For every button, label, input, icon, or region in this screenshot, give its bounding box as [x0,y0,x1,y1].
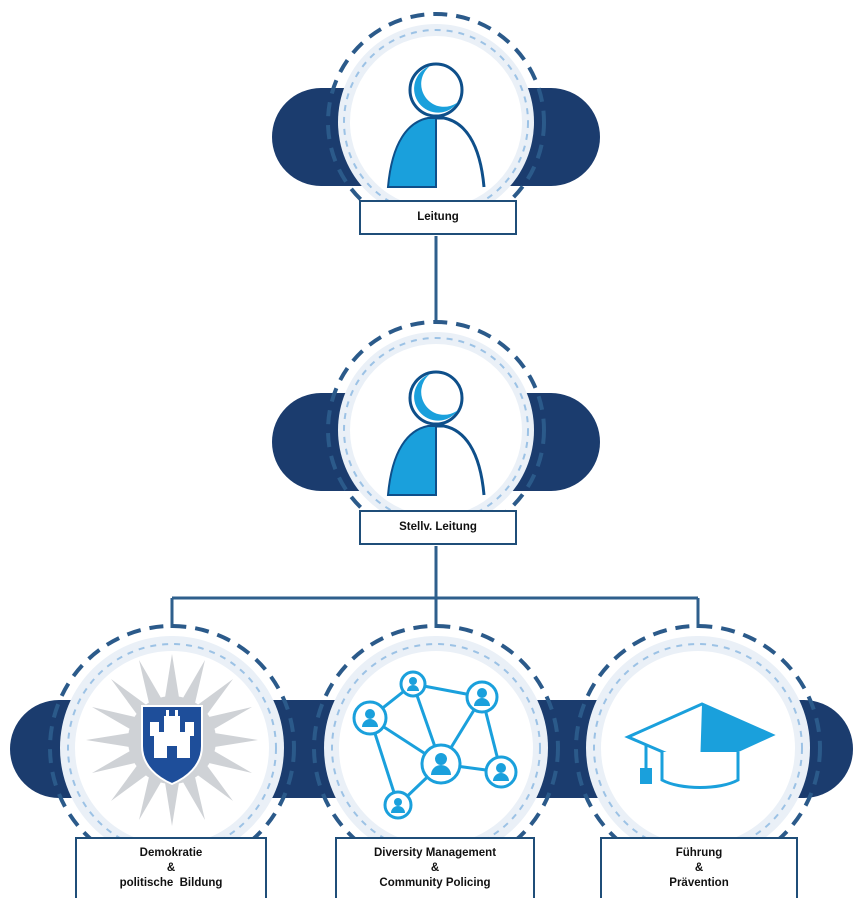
label-line: politische Bildung [119,877,223,889]
network-node [399,670,427,698]
network-node [352,700,388,736]
label-line: & [166,862,176,874]
label-line: & [430,862,440,874]
network-node [484,755,518,789]
network-icon [352,670,518,820]
person-icon [386,370,486,496]
label-line: Community Policing [379,877,491,889]
label-leitung-text: Leitung [417,211,459,223]
network-node [465,680,499,714]
police-star-emblem-icon [86,654,258,826]
node-leitung [272,12,600,232]
network-node [383,790,413,820]
node-stellv-leitung [272,320,600,540]
label-line: Führung [675,847,723,859]
node-diversity [312,624,560,872]
inner-dashed-ring [331,643,541,853]
label-leitung: Leitung [359,200,517,235]
node-demokratie [48,624,296,872]
label-stellv-leitung: Stellv. Leitung [359,510,517,545]
label-line: Demokratie [139,847,203,859]
label-diversity: Diversity Management & Community Policin… [335,837,535,898]
connectors [170,236,700,628]
label-demokratie: Demokratie & politische Bildung [75,837,267,898]
label-fuehrung: Führung & Prävention [600,837,798,898]
graduation-cap-icon [624,702,776,789]
inner-dashed-ring [593,643,803,853]
inner-dashed-ring [67,643,277,853]
label-line: & [694,862,704,874]
label-line: Diversity Management [373,847,497,859]
network-node [420,743,462,785]
label-line: Prävention [669,877,729,889]
node-fuehrung [574,624,822,872]
label-stellv-leitung-text: Stellv. Leitung [399,521,477,533]
person-icon [386,62,486,188]
